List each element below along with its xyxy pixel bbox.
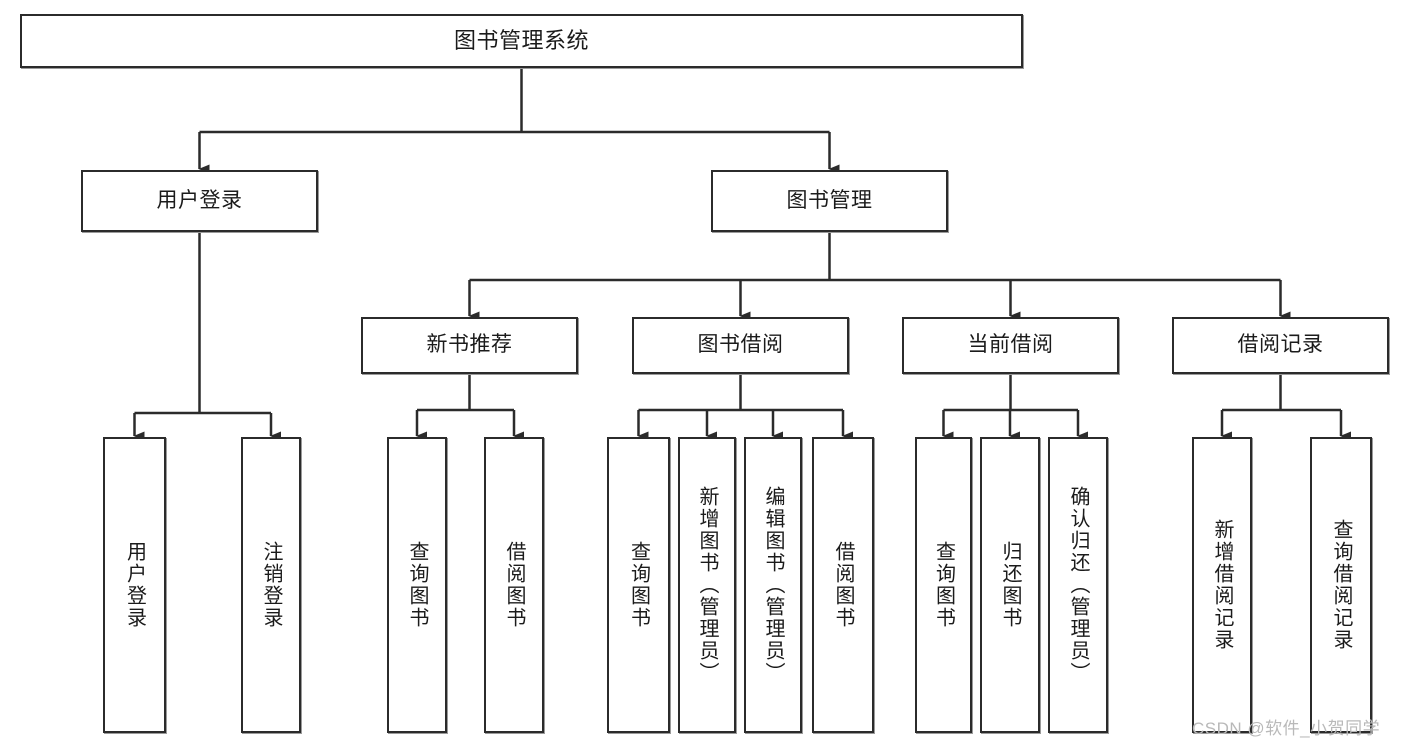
- node-box-leaf-8[interactable]: 查询图书: [915, 437, 972, 733]
- node-label-leaf-1: 注销登录: [260, 541, 282, 629]
- node-label-l2-3: 借阅记录: [1237, 333, 1324, 357]
- node-box-leaf-11[interactable]: 新增借阅记录: [1192, 437, 1252, 733]
- node-box-leaf-10[interactable]: 确认归还（管理员）: [1048, 437, 1108, 733]
- node-label-l2-1: 图书借阅: [697, 333, 784, 357]
- node-label-leaf-8: 查询图书: [932, 541, 955, 629]
- node-label-leaf-2: 查询图书: [406, 541, 428, 629]
- node-label-leaf-3: 借阅图书: [503, 541, 525, 629]
- node-box-l1-0[interactable]: 用户登录: [81, 170, 318, 232]
- node-box-leaf-6[interactable]: 编辑图书（管理员）: [744, 437, 802, 733]
- node-box-leaf-3[interactable]: 借阅图书: [484, 437, 544, 733]
- node-box-leaf-2[interactable]: 查询图书: [387, 437, 447, 733]
- node-box-l2-2[interactable]: 当前借阅: [902, 317, 1119, 374]
- node-box-leaf-9[interactable]: 归还图书: [980, 437, 1040, 733]
- edge-group: [133, 68, 1351, 441]
- node-label-leaf-10: 确认归还（管理员）: [1067, 486, 1089, 684]
- node-label-leaf-12: 查询借阅记录: [1330, 519, 1352, 651]
- node-label-leaf-5: 新增图书（管理员）: [696, 486, 718, 684]
- node-label-leaf-0: 用户登录: [123, 541, 146, 629]
- node-label-root: 图书管理系统: [453, 28, 589, 54]
- node-box-l1-1[interactable]: 图书管理: [711, 170, 948, 232]
- node-label-leaf-4: 查询图书: [627, 541, 650, 629]
- node-label-leaf-11: 新增借阅记录: [1211, 519, 1233, 651]
- node-label-l2-2: 当前借阅: [967, 333, 1054, 357]
- node-box-l2-0[interactable]: 新书推荐: [361, 317, 578, 374]
- node-label-leaf-6: 编辑图书（管理员）: [762, 486, 784, 684]
- node-label-leaf-7: 借阅图书: [832, 541, 854, 629]
- node-box-leaf-7[interactable]: 借阅图书: [812, 437, 874, 733]
- node-box-l2-3[interactable]: 借阅记录: [1172, 317, 1389, 374]
- node-box-leaf-5[interactable]: 新增图书（管理员）: [678, 437, 736, 733]
- node-box-leaf-0[interactable]: 用户登录: [103, 437, 166, 733]
- node-label-l1-0: 用户登录: [156, 188, 243, 212]
- node-box-root[interactable]: 图书管理系统: [20, 14, 1023, 68]
- node-box-l2-1[interactable]: 图书借阅: [632, 317, 849, 374]
- node-box-leaf-12[interactable]: 查询借阅记录: [1310, 437, 1372, 733]
- node-label-leaf-9: 归还图书: [999, 541, 1021, 629]
- node-box-leaf-1[interactable]: 注销登录: [241, 437, 301, 733]
- node-label-l2-0: 新书推荐: [426, 333, 513, 357]
- node-box-leaf-4[interactable]: 查询图书: [607, 437, 670, 733]
- node-label-l1-1: 图书管理: [786, 188, 873, 212]
